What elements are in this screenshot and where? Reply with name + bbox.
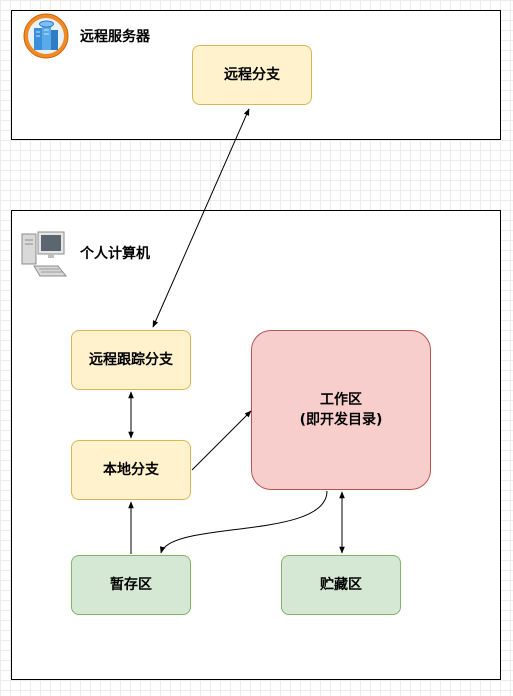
stash-label: 贮藏区 (320, 577, 362, 593)
working-tree-node[interactable]: 工作区 (即开发目录) (251, 330, 431, 490)
remote-server-label: 远程服务器 (80, 29, 150, 45)
remote-branch-node[interactable]: 远程分支 (192, 45, 312, 105)
stash-node[interactable]: 贮藏区 (281, 555, 401, 615)
computer-icon (21, 231, 68, 277)
local-branch-label: 本地分支 (103, 462, 159, 478)
working-tree-subtitle: (即开发目录) (299, 412, 383, 428)
staging-area-node[interactable]: 暂存区 (71, 555, 191, 615)
remote-branch-label: 远程分支 (224, 67, 280, 83)
server-icon (23, 13, 69, 59)
working-tree-title: 工作区 (320, 392, 362, 408)
remote-tracking-branch-node[interactable]: 远程跟踪分支 (71, 330, 191, 390)
local-branch-node[interactable]: 本地分支 (71, 440, 191, 500)
personal-computer-label: 个人计算机 (80, 246, 150, 262)
remote-tracking-branch-label: 远程跟踪分支 (89, 352, 173, 368)
staging-area-label: 暂存区 (110, 577, 152, 593)
